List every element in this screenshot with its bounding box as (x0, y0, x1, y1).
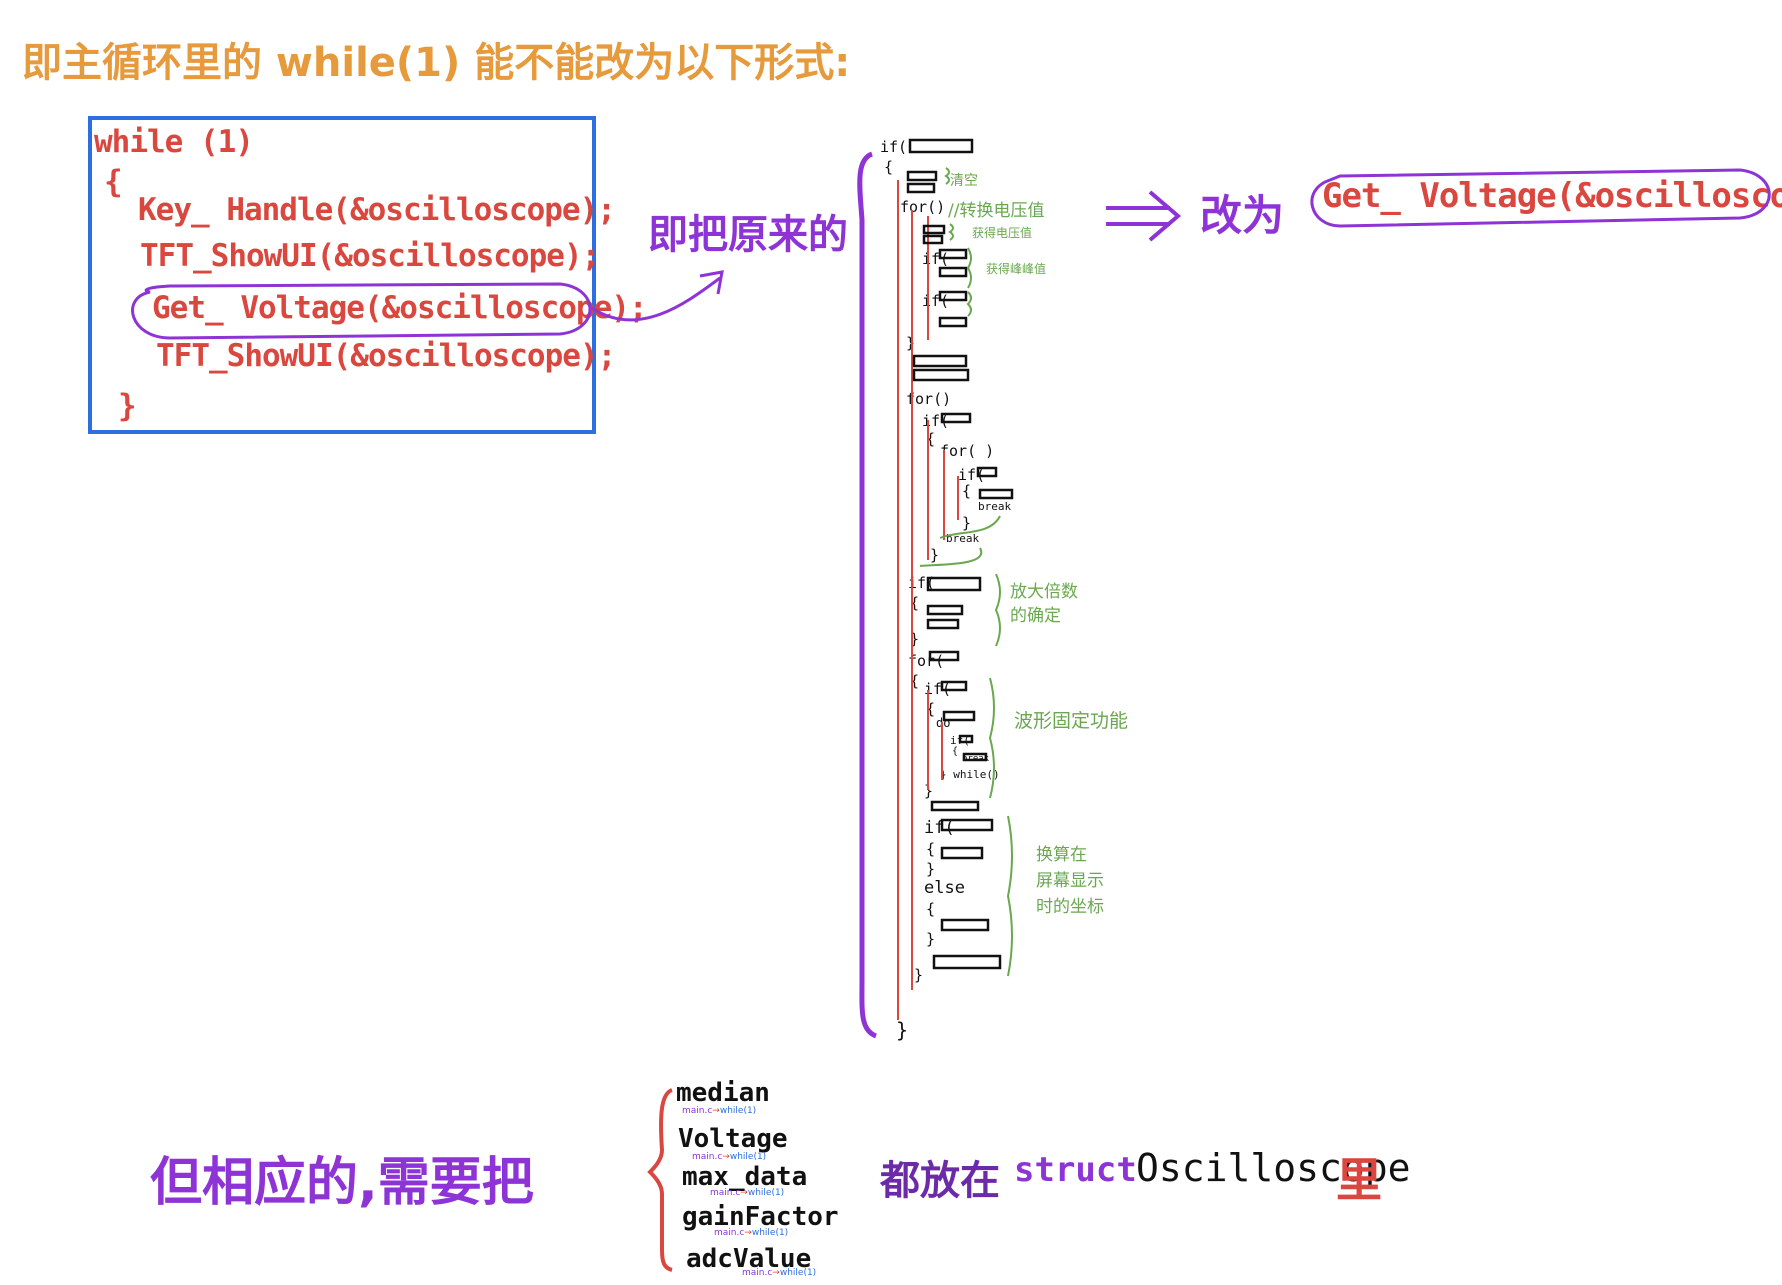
outline-line: } (914, 966, 924, 984)
var-subscript: main.c→while(1) (742, 1268, 817, 1278)
code-line: Key_ Handle(&oscilloscope); (138, 192, 616, 228)
arrow-head (699, 270, 724, 295)
outline-line: break (978, 500, 1012, 513)
replacement-code: Get_ Voltage(&oscilloscope); (1322, 176, 1782, 216)
outline-line: { (952, 746, 959, 757)
annotation: 波形固定功能 (1014, 710, 1129, 732)
code-line: TFT_ShowUI(&oscilloscope); (140, 238, 600, 274)
outline-line: { (962, 482, 972, 500)
outline-line: { (910, 672, 920, 690)
annotation: 放大倍数 的确定 (1010, 582, 1078, 626)
double-arrow (1106, 190, 1182, 242)
code-line: { (104, 164, 123, 200)
page-title: 即主循环里的 while(1) 能不能改为以下形式: (22, 40, 851, 86)
highlight-ellipse (131, 282, 592, 340)
suffix-typename: Oscilloscope (1136, 1146, 1411, 1190)
green-curve (919, 547, 983, 567)
label-original: 即把原来的 (648, 212, 848, 258)
big-brace (857, 151, 878, 1039)
annotation: //转换电压值 (948, 201, 1045, 221)
outline-line: } (930, 546, 940, 564)
annotation: 获得电压值 (972, 226, 1033, 240)
annotation: 换算在 屏幕显示 时的坐标 (1036, 845, 1104, 917)
green-brace (1006, 815, 1013, 977)
outline-line: { (926, 900, 936, 918)
green-brace (966, 291, 972, 317)
green-curve (939, 515, 1001, 539)
outline-line: } (962, 514, 972, 532)
outline-line: { (910, 594, 920, 612)
var-name: gainFactor (682, 1202, 839, 1232)
suffix-end: 里 (1336, 1153, 1382, 1207)
var-name: max_data (682, 1162, 808, 1192)
green-brace (988, 677, 995, 799)
var-brace (647, 1088, 673, 1272)
outline-line: { (884, 158, 894, 176)
code-line: TFT_ShowUI(&oscilloscope); (156, 338, 616, 374)
outline-line: if( (880, 138, 908, 156)
var-subscript: main.c→while(1) (692, 1152, 767, 1162)
outline-line: } (896, 1018, 909, 1042)
outline-line: } while() (940, 768, 1000, 781)
bottom-prefix: 但相应的,需要把 (150, 1153, 534, 1213)
outline-line: } (924, 782, 934, 800)
code-box (88, 116, 596, 434)
var-subscript: main.c→while(1) (714, 1228, 789, 1238)
var-subscript: main.c→while(1) (682, 1106, 757, 1116)
outline-line: for( ) (940, 442, 995, 460)
suffix-a: 都放在 (880, 1158, 1000, 1204)
outline-line: } (910, 630, 920, 648)
arrow-to-label (591, 276, 721, 322)
outline-line: { (926, 700, 936, 718)
var-name: median (676, 1078, 770, 1108)
var-name: Voltage (678, 1124, 788, 1154)
green-brace (944, 167, 950, 185)
annotation: 获得峰峰值 (986, 262, 1047, 276)
var-name: adcValue (686, 1244, 812, 1274)
green-brace (966, 247, 972, 289)
change-to-label: 改为 (1200, 191, 1285, 240)
outline-line: if( (924, 680, 952, 698)
outline-line: } (926, 860, 936, 878)
outline-line: for() (906, 390, 952, 408)
outline-line: } (926, 930, 936, 948)
code-line: } (118, 388, 137, 424)
green-brace (948, 223, 954, 241)
outline-line: if( (924, 818, 955, 838)
var-subscript: main.c→while(1) (710, 1188, 785, 1198)
outline-line: { (926, 840, 936, 858)
code-line: while (1) (94, 124, 254, 160)
outline-line: } (906, 334, 916, 352)
green-brace (994, 573, 1001, 647)
outline-line: for( (908, 652, 945, 670)
code-line: Get_ Voltage(&oscilloscope); (152, 290, 648, 326)
outline-line: { (926, 430, 936, 448)
outline-line: else (924, 878, 965, 898)
suffix-struct: struct (1014, 1150, 1137, 1190)
replacement-ellipse (1310, 168, 1771, 228)
annotation: 清空 (950, 173, 978, 189)
